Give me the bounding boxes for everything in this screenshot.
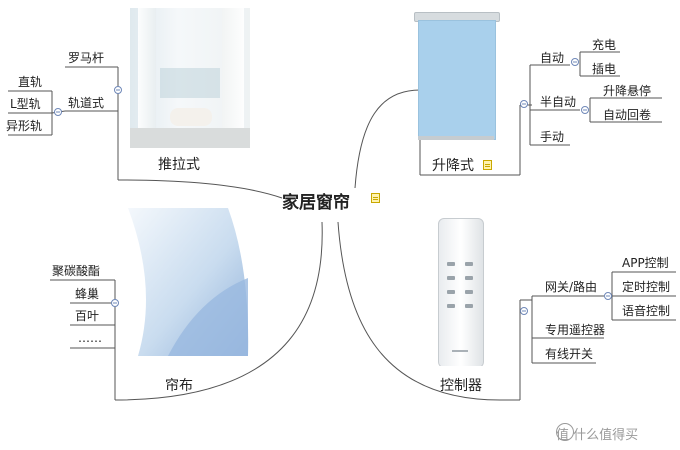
node-louver: 百叶: [75, 309, 100, 323]
roller-blind-image: [410, 8, 500, 148]
branch-fabric: 帘布: [165, 378, 193, 394]
node-honeycomb: 蜂巢: [75, 287, 100, 301]
node-l-track: L型轨: [10, 97, 41, 111]
branch-controller: 控制器: [440, 378, 482, 394]
node-manual: 手动: [540, 130, 565, 144]
node-app-control: APP控制: [622, 256, 669, 270]
node-charge: 充电: [592, 38, 617, 52]
note-icon: [483, 160, 492, 170]
center-topic: 家居窗帘: [282, 188, 350, 213]
node-polycarbonate: 聚碳酸酯: [52, 264, 101, 278]
node-wired-switch: 有线开关: [545, 347, 594, 361]
watermark: 值 什么值得买: [556, 428, 639, 443]
node-plug: 插电: [592, 62, 617, 76]
node-remote: 专用遥控器: [545, 323, 606, 337]
note-icon: [371, 193, 380, 203]
node-auto: 自动: [540, 51, 565, 65]
node-hover: 升降悬停: [603, 84, 652, 98]
remote-control-image: [410, 210, 506, 366]
node-ellipsis: ……: [78, 331, 102, 345]
branch-lifting: 升降式: [432, 158, 474, 174]
watermark-logo-icon: [556, 423, 574, 441]
node-auto-rewind: 自动回卷: [603, 108, 652, 122]
sliding-curtain-image: [130, 8, 250, 148]
node-timer-control: 定时控制: [622, 280, 671, 294]
center-title: 家居窗帘: [282, 193, 350, 213]
branch-sliding: 推拉式: [158, 157, 200, 173]
fabric-swatch-icon: [128, 208, 249, 356]
node-voice-control: 语音控制: [622, 304, 671, 318]
node-straight-track: 直轨: [18, 75, 43, 89]
node-gateway: 网关/路由: [545, 280, 598, 294]
node-track: 轨道式: [68, 96, 105, 110]
fabric-sample-image: [128, 208, 250, 356]
node-semi-auto: 半自动: [540, 95, 577, 109]
node-roman-rod: 罗马杆: [68, 51, 105, 65]
node-shaped-track: 异形轨: [6, 119, 43, 133]
